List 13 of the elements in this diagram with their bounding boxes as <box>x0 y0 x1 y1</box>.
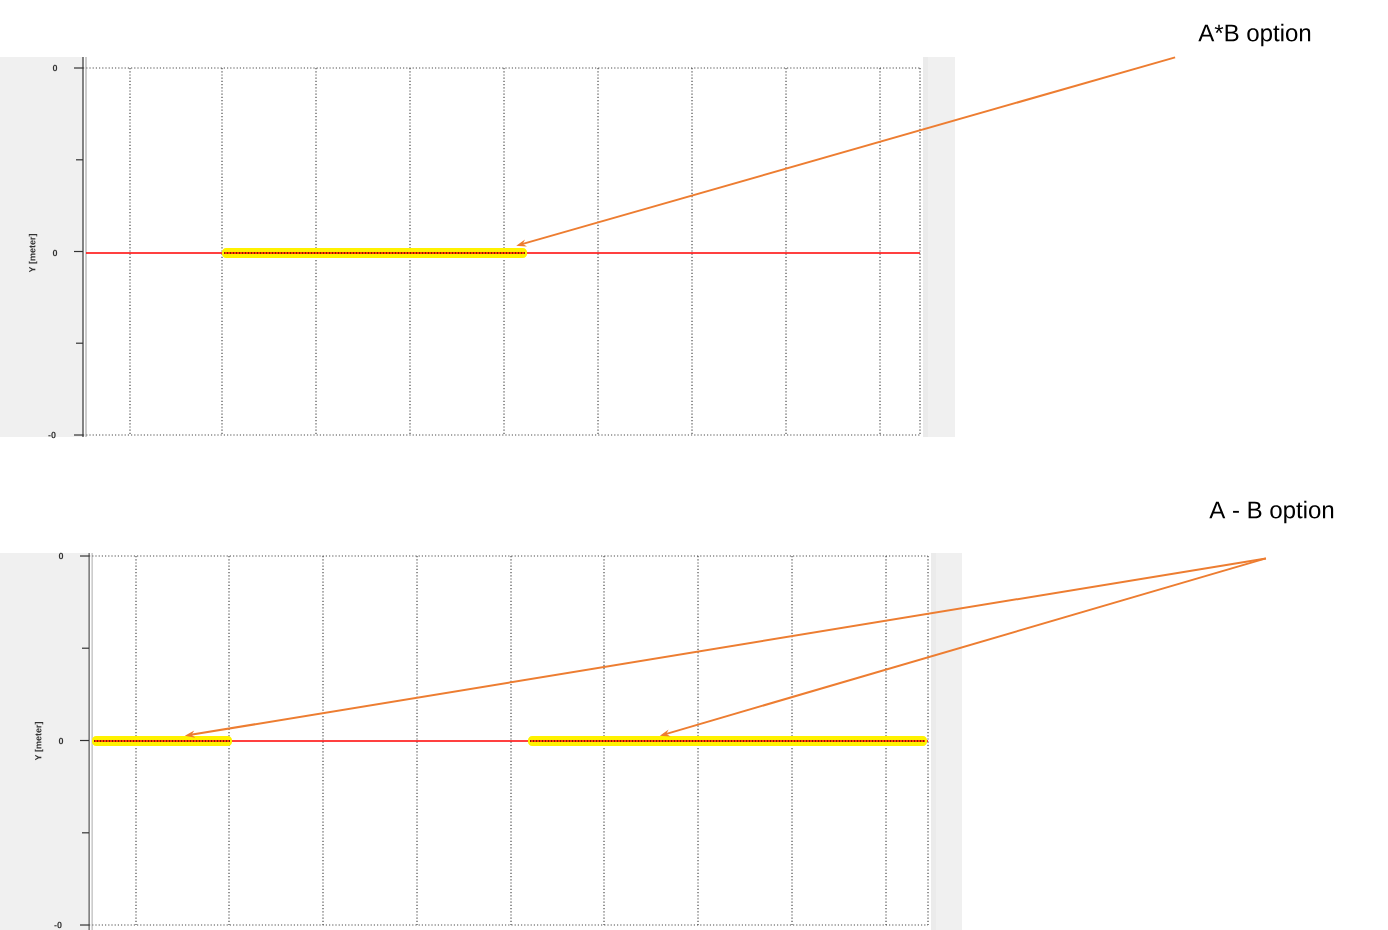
tick-label: 0 <box>58 737 64 745</box>
axis-title: Y [meter] <box>34 722 44 761</box>
tick-label: -0 <box>54 921 62 929</box>
option-label: A - B option <box>1209 500 1334 524</box>
highlight-segment <box>222 248 527 258</box>
tick-label: 0 <box>52 249 58 257</box>
highlight-segment <box>92 736 232 746</box>
axis-title: Y [meter] <box>28 234 38 273</box>
highlight-segment <box>528 736 927 746</box>
tick-label: 0 <box>52 64 58 72</box>
tick-label: 0 <box>58 552 64 560</box>
option-label: A*B option <box>1198 23 1311 47</box>
tick-label: -0 <box>48 431 56 439</box>
